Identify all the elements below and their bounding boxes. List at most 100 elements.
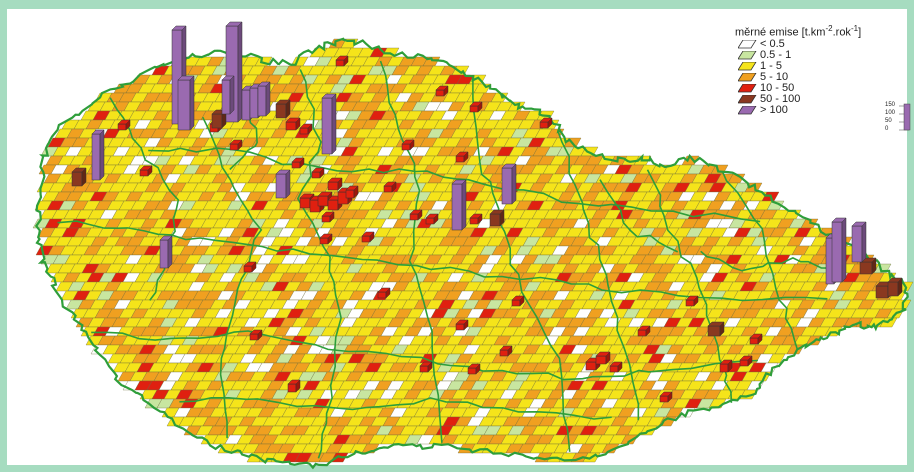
emission-bar bbox=[257, 81, 271, 117]
legend-label: 10 - 50 bbox=[760, 81, 795, 94]
emission-bar bbox=[299, 123, 313, 135]
legend-label: 1 - 5 bbox=[760, 59, 783, 72]
emission-bar bbox=[409, 209, 423, 221]
emission-bar bbox=[419, 361, 433, 373]
grid-cell bbox=[760, 362, 779, 373]
district-border bbox=[721, 171, 799, 350]
emission-bar bbox=[467, 363, 481, 375]
emission-bar bbox=[91, 129, 105, 181]
district-border bbox=[91, 330, 758, 381]
emission-bar bbox=[401, 139, 415, 151]
emission-bar bbox=[345, 185, 359, 199]
district-border bbox=[599, 179, 679, 253]
emission-bar bbox=[859, 257, 877, 275]
emission-bar bbox=[707, 321, 725, 337]
emission-bar bbox=[659, 391, 673, 403]
emission-bar bbox=[321, 211, 335, 223]
emission-bar bbox=[275, 99, 291, 119]
emission-bar bbox=[319, 233, 333, 245]
emission-bar bbox=[249, 329, 263, 341]
grid-cell bbox=[601, 443, 620, 454]
emission-bar bbox=[117, 119, 131, 131]
emission-bar bbox=[501, 163, 517, 205]
legend-title: měrné emise [t.km-2.rok-1] bbox=[735, 24, 862, 39]
legend-swatch bbox=[738, 39, 757, 49]
emission-bar bbox=[159, 235, 173, 269]
emission-bar bbox=[609, 361, 623, 373]
legend-swatch bbox=[738, 61, 757, 71]
emission-bar bbox=[539, 117, 553, 129]
bar-height-scale: 150 100 50 0 bbox=[885, 102, 911, 142]
emission-bar bbox=[719, 359, 733, 373]
emission-bar bbox=[851, 221, 867, 263]
emission-bar bbox=[71, 167, 87, 187]
legend-label: 0.5 - 1 bbox=[760, 48, 792, 61]
country-border bbox=[34, 37, 909, 470]
legend-item: 5 - 10 bbox=[738, 70, 905, 83]
district-border bbox=[646, 169, 733, 403]
legend-swatch bbox=[738, 105, 757, 115]
district-border bbox=[556, 130, 640, 421]
emission-bar bbox=[887, 277, 903, 297]
emission-bar bbox=[383, 181, 397, 193]
emission-bar bbox=[361, 231, 375, 243]
district-border bbox=[179, 397, 612, 420]
emission-bar bbox=[291, 157, 305, 169]
legend-swatch bbox=[738, 72, 757, 82]
legend-label: > 100 bbox=[760, 103, 788, 116]
district-border bbox=[700, 250, 838, 273]
emission-bar bbox=[469, 213, 483, 225]
district-border bbox=[472, 77, 571, 452]
emission-bar bbox=[335, 55, 349, 67]
legend-swatch bbox=[738, 83, 757, 93]
scale-tick-label: 100 bbox=[885, 110, 896, 116]
district-border bbox=[296, 69, 342, 459]
emission-bar bbox=[455, 151, 469, 163]
legend-item: 10 - 50 bbox=[738, 81, 905, 94]
emission-bar bbox=[177, 75, 195, 131]
emission-bar bbox=[451, 179, 467, 231]
emission-bar bbox=[455, 319, 469, 331]
emission-bar bbox=[595, 351, 611, 365]
emission-bar bbox=[139, 165, 153, 177]
legend-label: 50 - 100 bbox=[760, 92, 801, 105]
scale-tick-label: 50 bbox=[885, 118, 892, 124]
emission-bar bbox=[831, 217, 847, 283]
emission-bar bbox=[327, 177, 343, 191]
emission-bar bbox=[749, 333, 763, 345]
emission-bar bbox=[637, 325, 651, 337]
emission-bar bbox=[287, 379, 301, 393]
legend-label: 5 - 10 bbox=[760, 70, 789, 83]
legend-item: < 0.5 bbox=[738, 37, 905, 50]
district-border bbox=[57, 220, 828, 302]
emission-bar bbox=[425, 213, 439, 225]
scale-bar bbox=[899, 103, 911, 131]
legend-swatch bbox=[738, 94, 757, 104]
legend-item: 50 - 100 bbox=[738, 92, 905, 105]
grid-cell bbox=[767, 353, 786, 364]
scale-tick-label: 0 bbox=[885, 126, 889, 132]
emission-bars bbox=[71, 21, 903, 403]
emission-bar bbox=[499, 345, 513, 357]
emission-bar bbox=[377, 287, 391, 299]
grid-cell bbox=[620, 434, 639, 445]
emission-bar bbox=[243, 261, 257, 273]
district-borders bbox=[34, 37, 909, 470]
emission-bar bbox=[489, 209, 505, 227]
legend-item: > 100 bbox=[738, 103, 905, 116]
emission-bar bbox=[311, 167, 325, 179]
emission-bar bbox=[435, 85, 449, 97]
emission-bar bbox=[739, 355, 753, 367]
emission-bar bbox=[321, 93, 337, 155]
legend-label: < 0.5 bbox=[760, 37, 785, 50]
emission-bar bbox=[221, 75, 235, 115]
legend-item: 0.5 - 1 bbox=[738, 48, 905, 61]
legend-swatch bbox=[738, 50, 757, 60]
emission-bar bbox=[229, 139, 243, 151]
emission-bar bbox=[511, 295, 525, 307]
scale-tick-label: 150 bbox=[885, 102, 896, 108]
emission-bar bbox=[685, 295, 699, 307]
district-border bbox=[201, 116, 263, 439]
